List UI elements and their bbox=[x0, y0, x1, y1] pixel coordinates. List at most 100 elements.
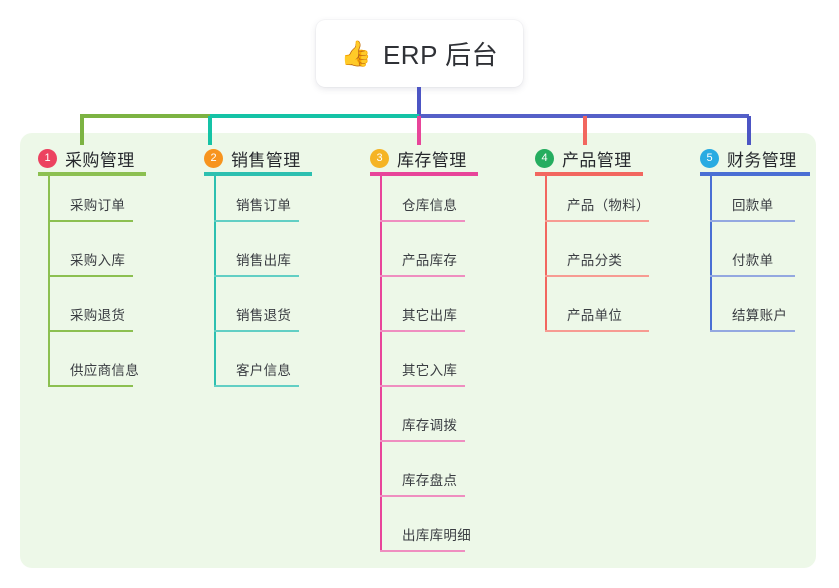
leaf-list-sales: 销售订单销售出库销售退货客户信息 bbox=[204, 176, 301, 396]
column-header-sales[interactable]: 2 销售管理 bbox=[204, 140, 312, 176]
leaf-list-purchase: 采购订单采购入库采购退货供应商信息 bbox=[38, 176, 139, 396]
root-node-erp-backend[interactable]: 👍 ERP 后台 bbox=[316, 20, 523, 87]
leaf-item-label: 产品（物料） bbox=[567, 198, 650, 213]
leaf-item[interactable]: 产品（物料） bbox=[535, 176, 650, 231]
badge-number-finance: 5 bbox=[700, 148, 719, 168]
leaf-item-label: 销售订单 bbox=[236, 198, 292, 213]
leaf-item[interactable]: 其它出库 bbox=[370, 286, 467, 341]
column-purchase: 1 采购管理采购订单采购入库采购退货供应商信息 bbox=[38, 140, 146, 396]
leaf-list-product: 产品（物料） 产品分类产品单位 bbox=[535, 176, 650, 341]
leaf-item[interactable]: 销售退货 bbox=[204, 286, 301, 341]
column-title-finance: 财务管理 bbox=[727, 150, 797, 170]
leaf-item[interactable]: 销售出库 bbox=[204, 231, 301, 286]
leaf-item-rule bbox=[380, 495, 465, 497]
leaf-item-rule bbox=[214, 275, 299, 277]
leaf-spine-inventory bbox=[380, 176, 382, 552]
leaf-item-rule bbox=[380, 330, 465, 332]
leaf-item[interactable]: 产品单位 bbox=[535, 286, 649, 341]
leaf-item[interactable]: 库存调拨 bbox=[370, 396, 467, 451]
badge-number-product: 4 bbox=[535, 148, 554, 168]
column-header-rule-finance bbox=[700, 172, 810, 176]
leaf-item[interactable]: 仓库信息 bbox=[370, 176, 467, 231]
leaf-item-label: 采购入库 bbox=[70, 253, 126, 268]
column-finance: 5 财务管理回款单付款单结算账户 bbox=[700, 140, 810, 341]
column-header-rule-sales bbox=[204, 172, 312, 176]
drop-sales bbox=[208, 116, 212, 145]
drop-purchase bbox=[80, 116, 84, 145]
leaf-item-label: 回款单 bbox=[732, 198, 774, 213]
leaf-item-rule bbox=[710, 330, 795, 332]
leaf-list-finance: 回款单付款单结算账户 bbox=[700, 176, 797, 341]
leaf-item-label: 采购订单 bbox=[70, 198, 126, 213]
leaf-item[interactable]: 采购退货 bbox=[38, 286, 135, 341]
leaf-spine-sales bbox=[214, 176, 216, 387]
leaf-item[interactable]: 采购入库 bbox=[38, 231, 135, 286]
leaf-item-label: 销售出库 bbox=[236, 253, 292, 268]
leaf-item-label: 采购退货 bbox=[70, 308, 126, 323]
leaf-item-rule bbox=[545, 220, 649, 222]
leaf-item-rule bbox=[48, 220, 133, 222]
leaf-item-rule bbox=[545, 275, 649, 277]
leaf-item[interactable]: 出库库明细 bbox=[370, 506, 471, 561]
leaf-item-label: 其它出库 bbox=[402, 308, 458, 323]
bus-segment-teal bbox=[210, 114, 419, 118]
leaf-item-rule bbox=[214, 220, 299, 222]
column-header-purchase[interactable]: 1 采购管理 bbox=[38, 140, 146, 176]
column-sales: 2 销售管理销售订单销售出库销售退货客户信息 bbox=[204, 140, 312, 396]
leaf-item[interactable]: 其它入库 bbox=[370, 341, 467, 396]
leaf-item-label: 产品分类 bbox=[567, 253, 623, 268]
leaf-list-inventory: 仓库信息产品库存其它出库其它入库库存调拨库存盘点出库库明细 bbox=[370, 176, 471, 561]
leaf-item-rule bbox=[48, 385, 133, 387]
leaf-item-label: 客户信息 bbox=[236, 363, 292, 378]
drop-inventory bbox=[417, 116, 421, 145]
leaf-spine-product bbox=[545, 176, 547, 332]
leaf-item-rule bbox=[545, 330, 649, 332]
leaf-item-rule bbox=[380, 275, 465, 277]
leaf-item-rule bbox=[380, 220, 465, 222]
column-header-rule-product bbox=[535, 172, 643, 176]
column-title-product: 产品管理 bbox=[562, 150, 632, 170]
leaf-item[interactable]: 采购订单 bbox=[38, 176, 135, 231]
leaf-item[interactable]: 库存盘点 bbox=[370, 451, 467, 506]
leaf-item[interactable]: 付款单 bbox=[700, 231, 797, 286]
column-header-finance[interactable]: 5 财务管理 bbox=[700, 140, 810, 176]
column-product: 4 产品管理产品（物料） 产品分类产品单位 bbox=[535, 140, 650, 341]
thumbs-up-icon: 👍 bbox=[340, 39, 372, 68]
leaf-item[interactable]: 产品分类 bbox=[535, 231, 649, 286]
leaf-item-rule bbox=[380, 550, 465, 552]
leaf-item-rule bbox=[48, 330, 133, 332]
leaf-item-rule bbox=[710, 275, 795, 277]
leaf-item-label: 库存调拨 bbox=[402, 418, 458, 433]
leaf-item[interactable]: 供应商信息 bbox=[38, 341, 139, 396]
leaf-item-label: 其它入库 bbox=[402, 363, 458, 378]
leaf-item-label: 库存盘点 bbox=[402, 473, 458, 488]
column-header-rule-inventory bbox=[370, 172, 478, 176]
root-trunk-line bbox=[417, 87, 421, 116]
leaf-item[interactable]: 客户信息 bbox=[204, 341, 301, 396]
leaf-item[interactable]: 回款单 bbox=[700, 176, 797, 231]
leaf-item-label: 仓库信息 bbox=[402, 198, 458, 213]
leaf-item-rule bbox=[710, 220, 795, 222]
leaf-item-rule bbox=[214, 385, 299, 387]
leaf-spine-finance bbox=[710, 176, 712, 332]
badge-number-purchase: 1 bbox=[38, 148, 57, 168]
leaf-item[interactable]: 产品库存 bbox=[370, 231, 467, 286]
drop-finance bbox=[747, 116, 751, 145]
leaf-item-label: 销售退货 bbox=[236, 308, 292, 323]
leaf-item-rule bbox=[48, 275, 133, 277]
leaf-item[interactable]: 结算账户 bbox=[700, 286, 797, 341]
column-title-sales: 销售管理 bbox=[231, 150, 301, 170]
leaf-item-label: 出库库明细 bbox=[402, 528, 471, 543]
column-header-product[interactable]: 4 产品管理 bbox=[535, 140, 643, 176]
leaf-item-label: 结算账户 bbox=[732, 308, 788, 323]
column-title-purchase: 采购管理 bbox=[65, 150, 135, 170]
bus-segment-green bbox=[80, 114, 210, 118]
badge-number-sales: 2 bbox=[204, 148, 223, 168]
leaf-item-label: 产品库存 bbox=[402, 253, 458, 268]
leaf-item-rule bbox=[214, 330, 299, 332]
leaf-item-rule bbox=[380, 440, 465, 442]
leaf-item[interactable]: 销售订单 bbox=[204, 176, 301, 231]
leaf-spine-purchase bbox=[48, 176, 50, 387]
